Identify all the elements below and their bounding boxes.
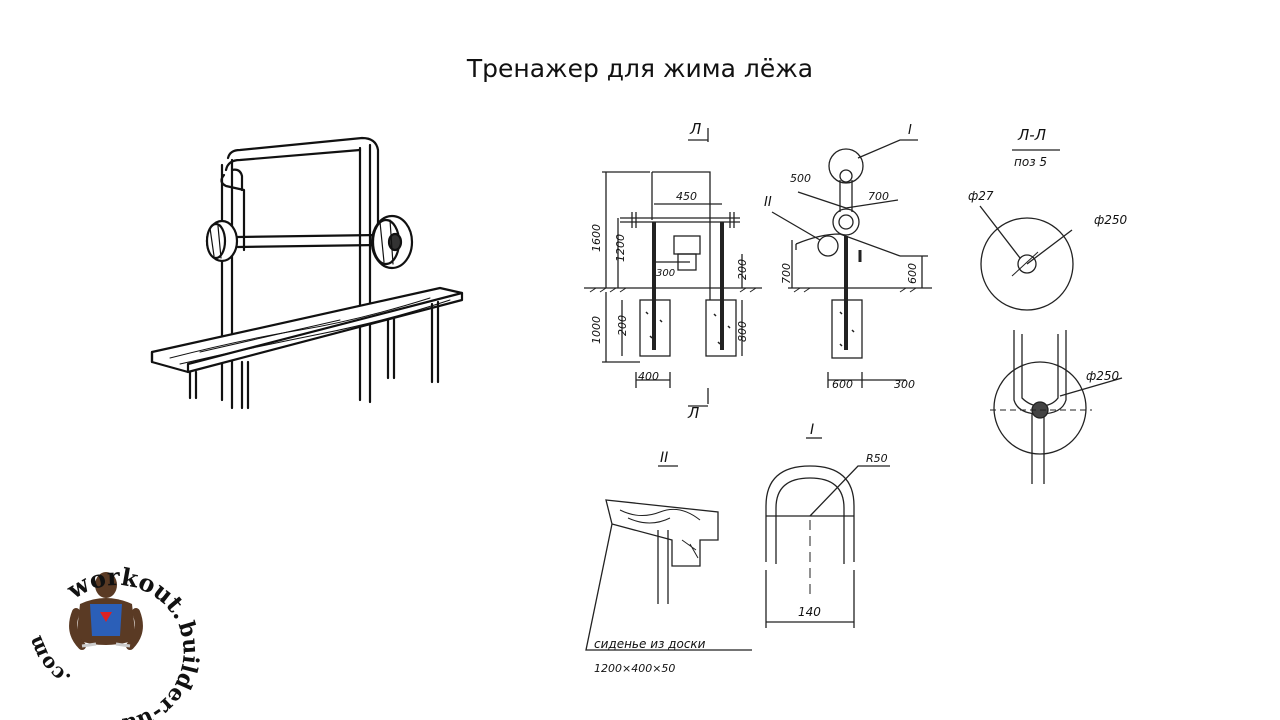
detail-ii-label: II xyxy=(660,450,668,466)
dim-base-width: 400 xyxy=(638,370,659,383)
dim-post-spacing: 450 xyxy=(676,190,697,203)
dim-side-offset: 300 xyxy=(894,378,915,391)
detail-i-width: 140 xyxy=(798,605,821,619)
dim-bar-height: 1200 xyxy=(614,234,627,262)
section-label: Л-Л xyxy=(1017,126,1046,144)
dim-right-depth: 800 xyxy=(736,321,749,342)
athlete-icon xyxy=(69,572,143,650)
dim-right-height: 200 xyxy=(736,259,749,280)
detail-i-radius: R50 xyxy=(866,452,888,465)
dim-underground: 1000 xyxy=(590,316,603,344)
plate-section xyxy=(979,149,1074,311)
dim-side-top-right: 700 xyxy=(868,190,889,203)
dim-plate-diameter-bottom: ф250 xyxy=(1086,369,1120,383)
detail-i-label: I xyxy=(810,422,814,438)
section-mark-bottom: Л xyxy=(687,404,699,422)
plate-hook-view xyxy=(990,330,1123,484)
pos-label: поз 5 xyxy=(1014,155,1047,169)
logo-text-left: .com xyxy=(22,632,74,692)
side-elevation xyxy=(771,139,932,388)
dim-side-top-left: 500 xyxy=(790,172,811,185)
detail-ii-note: сиденье из доски xyxy=(594,637,706,651)
dim-hole-diameter: ф27 xyxy=(968,189,994,203)
callout-i-label: I xyxy=(908,123,912,138)
dim-side-right-height: 600 xyxy=(906,263,919,284)
front-elevation xyxy=(584,128,762,407)
dim-side-left-height: 700 xyxy=(780,263,793,284)
detail-i xyxy=(765,437,890,628)
callout-ii-label: II xyxy=(764,195,772,210)
dim-plate-diameter-top: ф250 xyxy=(1094,213,1128,227)
page-title: Тренажер для жима лёжа xyxy=(466,54,814,83)
detail-ii xyxy=(585,465,752,651)
dim-total-height: 1600 xyxy=(590,224,603,252)
dim-side-base-width: 600 xyxy=(832,378,853,391)
detail-ii-size: 1200×400×50 xyxy=(594,662,675,675)
section-mark-top: Л xyxy=(689,120,701,138)
dim-bench-offset: 300 xyxy=(656,268,675,279)
dim-foot-depth: 200 xyxy=(616,315,629,336)
